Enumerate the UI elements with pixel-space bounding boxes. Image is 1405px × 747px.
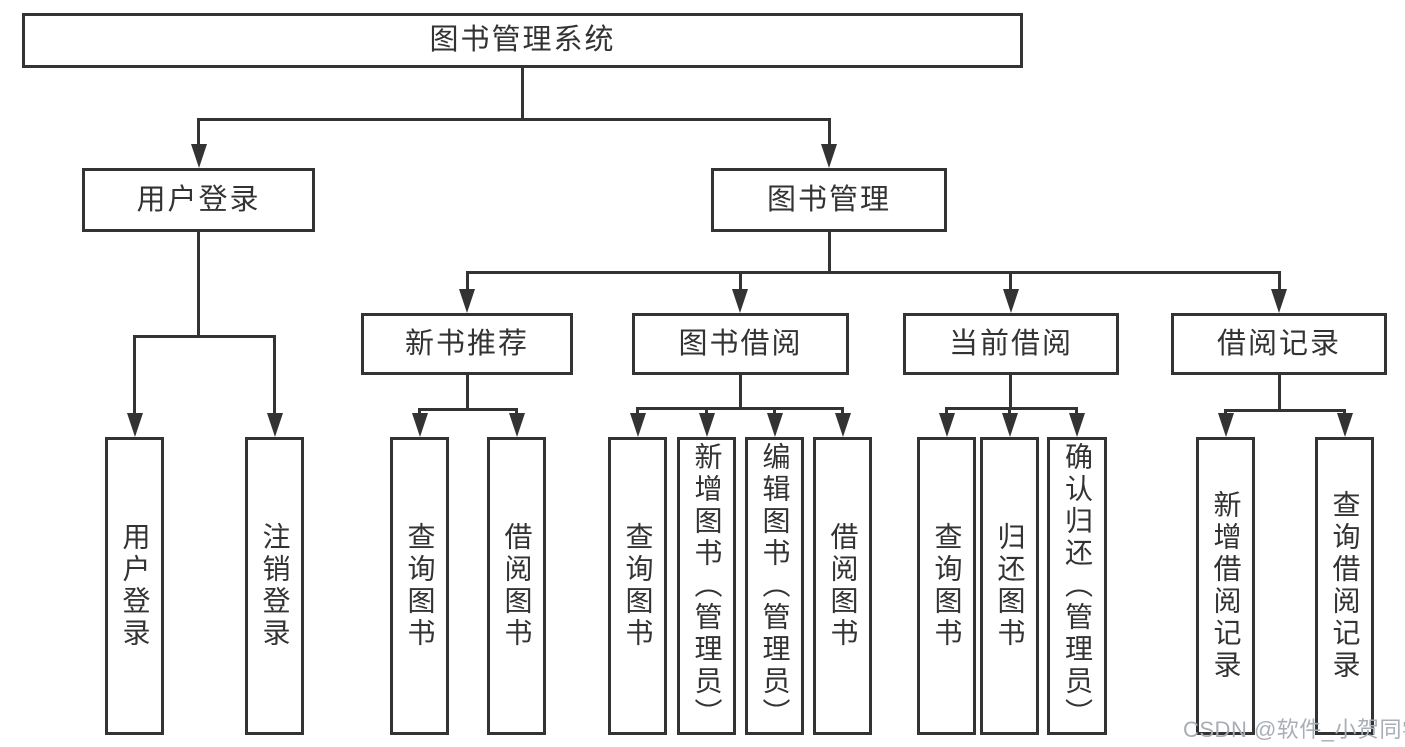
connector-bus-root <box>197 118 831 121</box>
arrow-down-icon-book-borrowing-3 <box>834 413 851 437</box>
node-leaf-borrowing-query-books: 查询图书 <box>608 437 667 735</box>
node-current-borrowing: 当前借阅 <box>903 313 1119 375</box>
arrow-down-icon-borrowing-records-0 <box>1217 413 1234 437</box>
connector-bus-user-login <box>133 335 276 338</box>
arrow-down-icon-root-1 <box>821 144 837 168</box>
node-label: 借阅图书 <box>827 522 859 650</box>
arrow-down-icon-current-borrowing-1 <box>1001 413 1018 437</box>
node-label: 新书推荐 <box>404 327 529 360</box>
node-leaf-query-borrow-record: 查询借阅记录 <box>1315 437 1374 735</box>
connector-drop-book-borrowing-1 <box>705 407 708 415</box>
node-borrowing-records: 借阅记录 <box>1171 313 1387 375</box>
node-label: 查询借阅记录 <box>1329 490 1361 682</box>
arrow-down-icon-book-borrowing-0 <box>629 413 646 437</box>
node-label: 借阅记录 <box>1216 327 1341 360</box>
connector-drop-current-borrowing-2 <box>1075 407 1078 415</box>
node-label: 用户登录 <box>119 522 151 650</box>
arrow-down-icon-current-borrowing-0 <box>938 413 955 437</box>
connector-bus-borrowing-records <box>1224 409 1346 412</box>
connector-drop-new-book-recommend-0 <box>418 408 421 415</box>
node-label: 确认归还（管理员） <box>1062 442 1093 730</box>
arrow-down-icon-borrowing-records-1 <box>1336 413 1353 437</box>
node-leaf-edit-books-admin: 编辑图书（管理员） <box>745 437 804 735</box>
connector-bus-book-management <box>465 271 1281 274</box>
node-leaf-add-borrow-record: 新增借阅记录 <box>1196 437 1255 735</box>
connector-drop-borrowing-records-1 <box>1343 409 1346 415</box>
connector-stem-new-book-recommend <box>465 375 469 411</box>
node-leaf-recommend-query-books: 查询图书 <box>390 437 449 735</box>
arrow-down-icon-book-borrowing-2 <box>766 413 783 437</box>
node-label: 图书管理 <box>766 183 891 216</box>
arrow-down-icon-book-management-2 <box>1002 289 1019 313</box>
connector-stem-book-management <box>827 232 831 274</box>
connector-drop-borrowing-records-0 <box>1224 409 1227 415</box>
connector-drop-current-borrowing-0 <box>945 407 948 415</box>
connector-drop-root-1 <box>827 118 831 146</box>
arrow-down-icon-book-borrowing-1 <box>698 413 715 437</box>
arrow-down-icon-book-management-0 <box>459 289 475 313</box>
connector-bus-book-borrowing <box>636 407 844 410</box>
connector-drop-user-login-1 <box>273 335 276 415</box>
connector-drop-book-borrowing-0 <box>636 407 639 415</box>
connector-stem-book-borrowing <box>738 375 742 410</box>
arrow-down-icon-user-login-0 <box>126 413 143 437</box>
node-label: 新增借阅记录 <box>1210 490 1242 682</box>
connector-drop-user-login-0 <box>133 335 136 415</box>
connector-stem-current-borrowing <box>1009 375 1012 410</box>
node-label: 查询图书 <box>404 522 436 650</box>
node-label: 新增图书（管理员） <box>691 442 723 730</box>
arrow-down-icon-new-book-recommend-0 <box>411 413 428 437</box>
connector-drop-book-management-1 <box>738 271 742 291</box>
node-leaf-add-books-admin: 新增图书（管理员） <box>677 437 736 735</box>
arrow-down-icon-new-book-recommend-1 <box>508 413 525 437</box>
node-label: 图书管理系统 <box>429 24 616 56</box>
node-label: 借阅图书 <box>501 522 533 650</box>
node-book-management: 图书管理 <box>711 168 947 232</box>
node-user-login: 用户登录 <box>82 168 315 232</box>
node-leaf-return-books: 归还图书 <box>980 437 1039 735</box>
arrow-down-icon-current-borrowing-2 <box>1068 413 1085 437</box>
node-label: 当前借阅 <box>948 327 1073 360</box>
connector-drop-root-0 <box>197 118 200 146</box>
arrow-down-icon-book-management-1 <box>732 289 748 313</box>
node-label: 归还图书 <box>994 522 1026 650</box>
node-leaf-recommend-borrow-books: 借阅图书 <box>487 437 546 735</box>
node-leaf-borrowing-borrow-books: 借阅图书 <box>813 437 872 735</box>
connector-drop-new-book-recommend-1 <box>515 408 518 415</box>
node-label: 图书借阅 <box>678 327 803 360</box>
arrow-down-icon-book-management-3 <box>1271 289 1287 313</box>
node-new-book-recommend: 新书推荐 <box>361 313 573 375</box>
connector-stem-user-login <box>197 232 200 338</box>
watermark-text: CSDN @软件_小贺同学 <box>1183 717 1405 742</box>
connector-drop-book-borrowing-3 <box>841 407 844 415</box>
connector-stem-root <box>520 68 524 121</box>
connector-drop-book-management-3 <box>1277 271 1281 291</box>
arrow-down-icon-user-login-1 <box>266 413 283 437</box>
node-book-borrowing: 图书借阅 <box>632 313 849 375</box>
arrow-down-icon-root-0 <box>190 144 207 168</box>
connector-drop-current-borrowing-1 <box>1008 407 1011 415</box>
node-leaf-logout: 注销登录 <box>245 437 304 735</box>
connector-stem-borrowing-records <box>1277 375 1281 412</box>
connector-bus-current-borrowing <box>945 407 1078 410</box>
node-label: 编辑图书（管理员） <box>759 442 791 730</box>
node-leaf-user-login: 用户登录 <box>105 437 164 735</box>
connector-drop-book-borrowing-2 <box>773 407 776 415</box>
node-leaf-confirm-return-admin: 确认归还（管理员） <box>1047 437 1107 735</box>
node-label: 用户登录 <box>136 183 261 216</box>
node-library-management-system: 图书管理系统 <box>22 13 1023 68</box>
connector-drop-book-management-2 <box>1009 271 1012 291</box>
connector-bus-new-book-recommend <box>418 408 518 411</box>
node-label: 查询图书 <box>622 522 654 650</box>
node-label: 注销登录 <box>259 522 291 650</box>
node-leaf-current-query-books: 查询图书 <box>917 437 976 735</box>
connector-drop-book-management-0 <box>465 271 469 291</box>
node-label: 查询图书 <box>931 522 963 650</box>
